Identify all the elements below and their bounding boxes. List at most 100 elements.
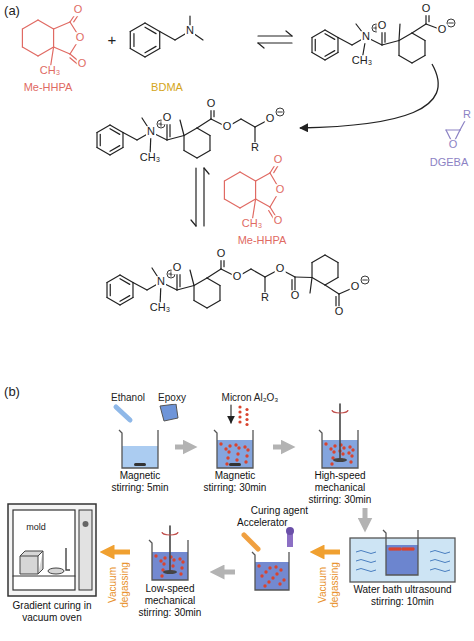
stir-bar [134,463,146,466]
bond [255,181,256,199]
particle [271,576,274,579]
particle [159,559,162,562]
atom-label: DGEBA [429,157,470,169]
bond [97,125,110,133]
bond [224,199,240,208]
particle [351,448,354,451]
bond [22,29,23,47]
bond [325,278,338,286]
charge-symbol [363,280,368,281]
bond [256,173,270,181]
particle [224,447,227,450]
bond [398,24,400,41]
atom-label: CH₃ [149,302,171,314]
atom-label: O [275,184,286,196]
atom-label: O [350,281,361,293]
bond [194,278,207,286]
bond [38,47,54,56]
step-caption: High-speed mechanical stirring: 30min [295,470,385,506]
particle [333,444,336,447]
bond [190,270,194,286]
bond [412,33,425,41]
stirrer-rod [169,526,171,572]
particle [275,572,278,575]
particle [332,450,335,453]
bond [107,298,120,306]
bond [207,269,221,278]
bond [194,301,207,309]
bond [446,129,460,130]
process-step: High-speed mechanical stirring: 30min [295,420,385,508]
particle [274,565,277,568]
particle [219,442,222,445]
panel-label: (a) [3,4,21,18]
equilibrium-arrow [203,168,204,226]
step-caption: Water bath ultrasound stirring: 10min [340,584,465,608]
liquid [386,545,418,575]
particle [172,558,175,561]
bond [240,199,256,208]
particle [324,442,327,445]
particle [162,562,165,565]
atom-label: O [273,215,284,227]
bond [399,56,412,64]
bond [110,146,120,152]
bond [197,151,210,159]
accelerator-tube [244,535,258,549]
bond [184,128,197,136]
equilibrium-arrow [191,220,196,226]
particle [228,444,231,447]
particle [347,451,350,454]
bond [184,151,197,159]
atom-label: O [334,306,345,318]
dropper-bulb [286,527,294,535]
bond [412,24,426,33]
bond [177,286,194,291]
particle [267,580,270,583]
charge-symbol [447,19,455,27]
step-caption: Magnetic stirring: 5min [105,470,175,494]
atom-label: Me-HHPA [23,82,74,94]
liquid [122,446,158,468]
atom-label: R [260,292,270,304]
bond [54,47,70,54]
particle [243,445,246,448]
particle [235,458,238,461]
atom-label: O [222,121,233,133]
beaker [149,540,188,580]
process-arrow [217,570,235,575]
bond [325,285,339,294]
bond [133,283,147,291]
atom-label: CH₃ [351,55,373,67]
atom-label: O [75,32,86,44]
bond [251,269,265,277]
atom-label: R [462,109,472,121]
bond [145,46,156,52]
beaker [383,530,418,575]
particle [329,447,332,450]
atom-label: O [265,113,276,125]
atom-label: O [232,271,243,283]
bond [325,53,338,61]
bond [130,23,145,32]
process-arrow [317,550,340,555]
bond [325,30,338,38]
particle [278,582,281,585]
bond [130,32,131,49]
bond [241,119,255,127]
step-caption: Gradient curing in vacuum oven [4,600,100,624]
ethanol-tube [116,407,130,420]
bond [133,34,134,47]
bond [193,286,194,301]
particle [234,443,237,446]
bond [256,199,270,207]
step-caption: Low-speed mechanical stirring: 30min [130,583,210,619]
particle [237,446,240,449]
atom-label: O [172,262,183,274]
bond [120,298,133,306]
atom-label: O [377,20,388,32]
bond [97,148,110,156]
reaction-arrow [300,64,438,128]
rotation-mark [332,410,348,413]
particle [154,554,157,557]
